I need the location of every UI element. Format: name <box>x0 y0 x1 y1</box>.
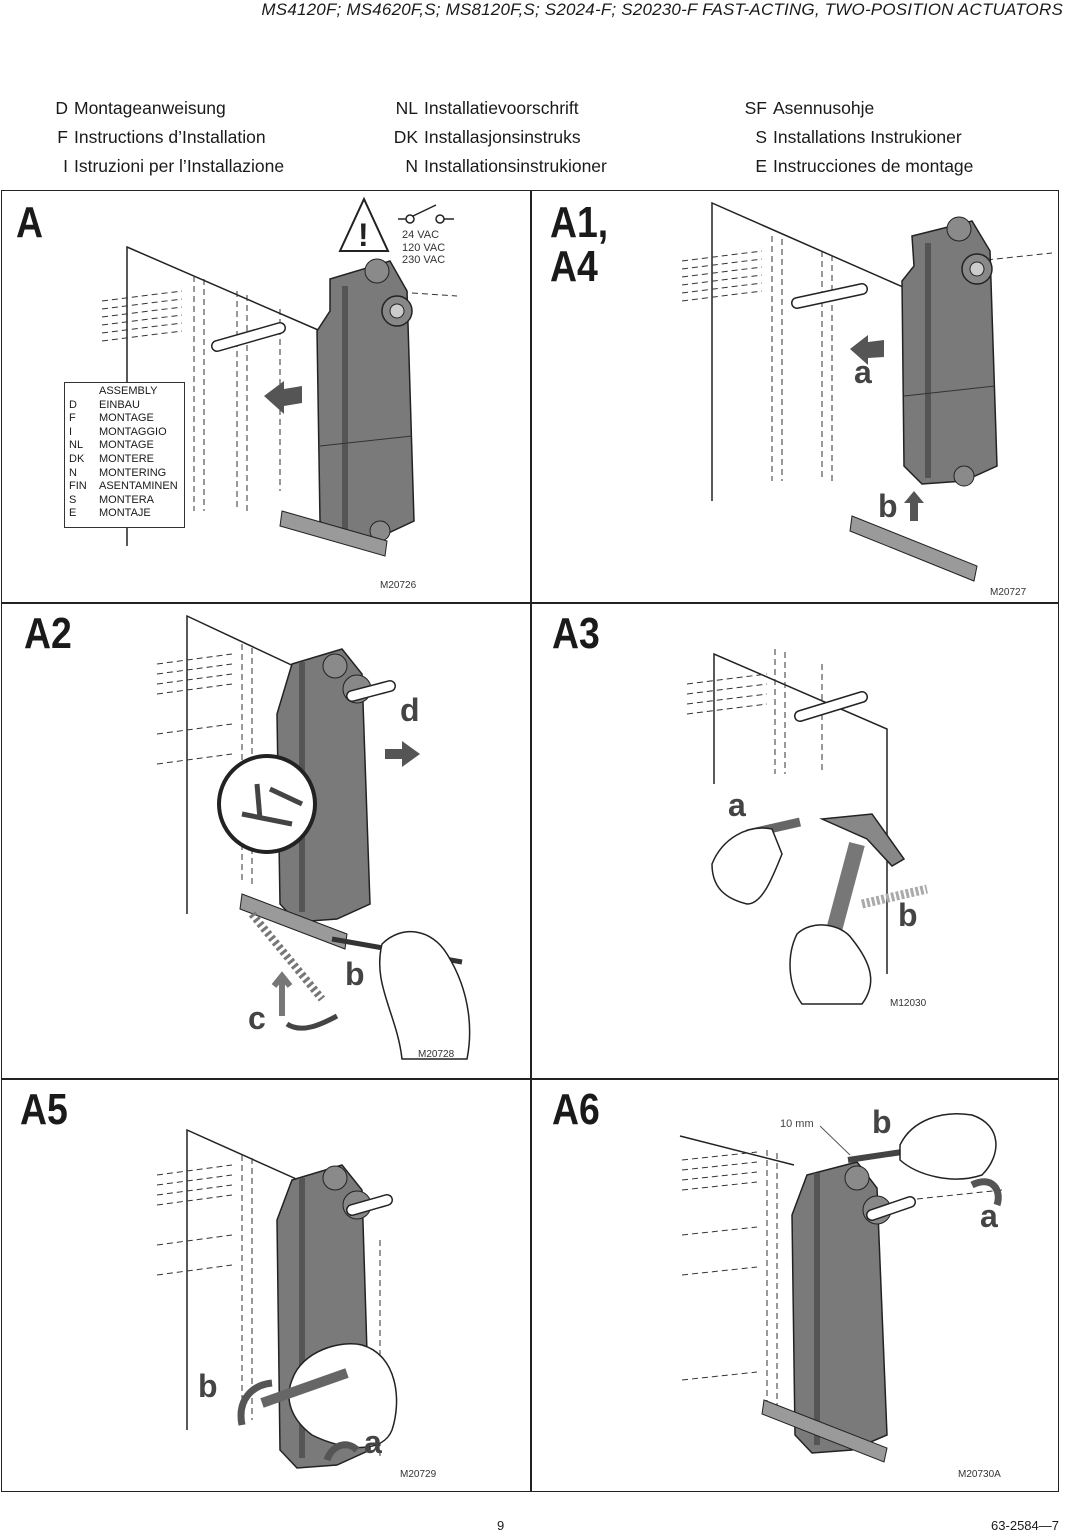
voltage-list: 24 VAC 120 VAC 230 VAC <box>402 229 445 267</box>
figure-code: M20728 <box>418 1049 455 1060</box>
panel-a5: A5 b a M20729 <box>2 1080 530 1491</box>
callout-c: c <box>248 1000 266 1036</box>
grid-divider <box>2 1078 1058 1080</box>
panel-a-illustration: ! <box>101 196 458 557</box>
document-header: MS4120F; MS4620F,S; MS8120F,S; S2024-F; … <box>0 0 1063 20</box>
panel-a1-illustration <box>681 201 1053 582</box>
grid-divider <box>530 191 532 1491</box>
panel-a2-illustration <box>156 614 471 1060</box>
panel-a5-illustration <box>156 1128 398 1469</box>
figure-code: M12030 <box>890 998 927 1009</box>
svg-text:!: ! <box>358 217 369 253</box>
dimension-label: 10 mm <box>780 1118 814 1130</box>
panel-a6: A6 10 mm b a M20730A <box>532 1080 1059 1491</box>
voltage-value: 230 VAC <box>402 254 446 266</box>
voltage-value: 120 VAC <box>402 241 446 254</box>
document-number: 63-2584—7 <box>991 1518 1059 1533</box>
callout-b: b <box>345 956 365 992</box>
panel-a1-a4: A1, A4 a b M20727 <box>532 191 1059 602</box>
callout-b: b <box>878 488 898 524</box>
figure-code: M20730A <box>958 1469 1001 1480</box>
callout-b: b <box>898 897 918 933</box>
figure-code: M20726 <box>380 580 417 591</box>
assembly-title-row: ASSEMBLY <box>99 385 158 397</box>
figure-code: M20727 <box>990 587 1027 598</box>
panel-a1-label: A1, A4 <box>550 198 609 291</box>
panel-a3-label: A3 <box>552 609 600 658</box>
panel-a2-label: A2 <box>24 609 72 658</box>
panel-a3: A3 a b M12030 <box>532 604 1059 1078</box>
callout-d: d <box>400 692 420 728</box>
callout-a: a <box>364 1424 382 1460</box>
callout-a: a <box>728 787 746 823</box>
header-title: MS4120F; MS4620F,S; MS8120F,S; S2024-F; … <box>261 0 1063 19</box>
panel-a6-label: A6 <box>552 1085 600 1134</box>
panel-a5-label: A5 <box>20 1085 68 1134</box>
callout-b: b <box>872 1104 892 1140</box>
callout-b: b <box>198 1368 218 1404</box>
panel-a-label: A <box>16 198 44 247</box>
callout-a: a <box>980 1198 998 1234</box>
callout-a: a <box>854 354 872 390</box>
panel-a3-illustration <box>686 649 929 1005</box>
grid-divider <box>2 602 1058 604</box>
voltage-value: 24 VAC <box>402 229 440 241</box>
panel-a6-illustration <box>679 1113 1003 1463</box>
page-number: 9 <box>497 1518 505 1533</box>
figure-code: M20729 <box>400 1469 437 1480</box>
panel-a2: A2 d b c M20728 <box>2 604 530 1078</box>
